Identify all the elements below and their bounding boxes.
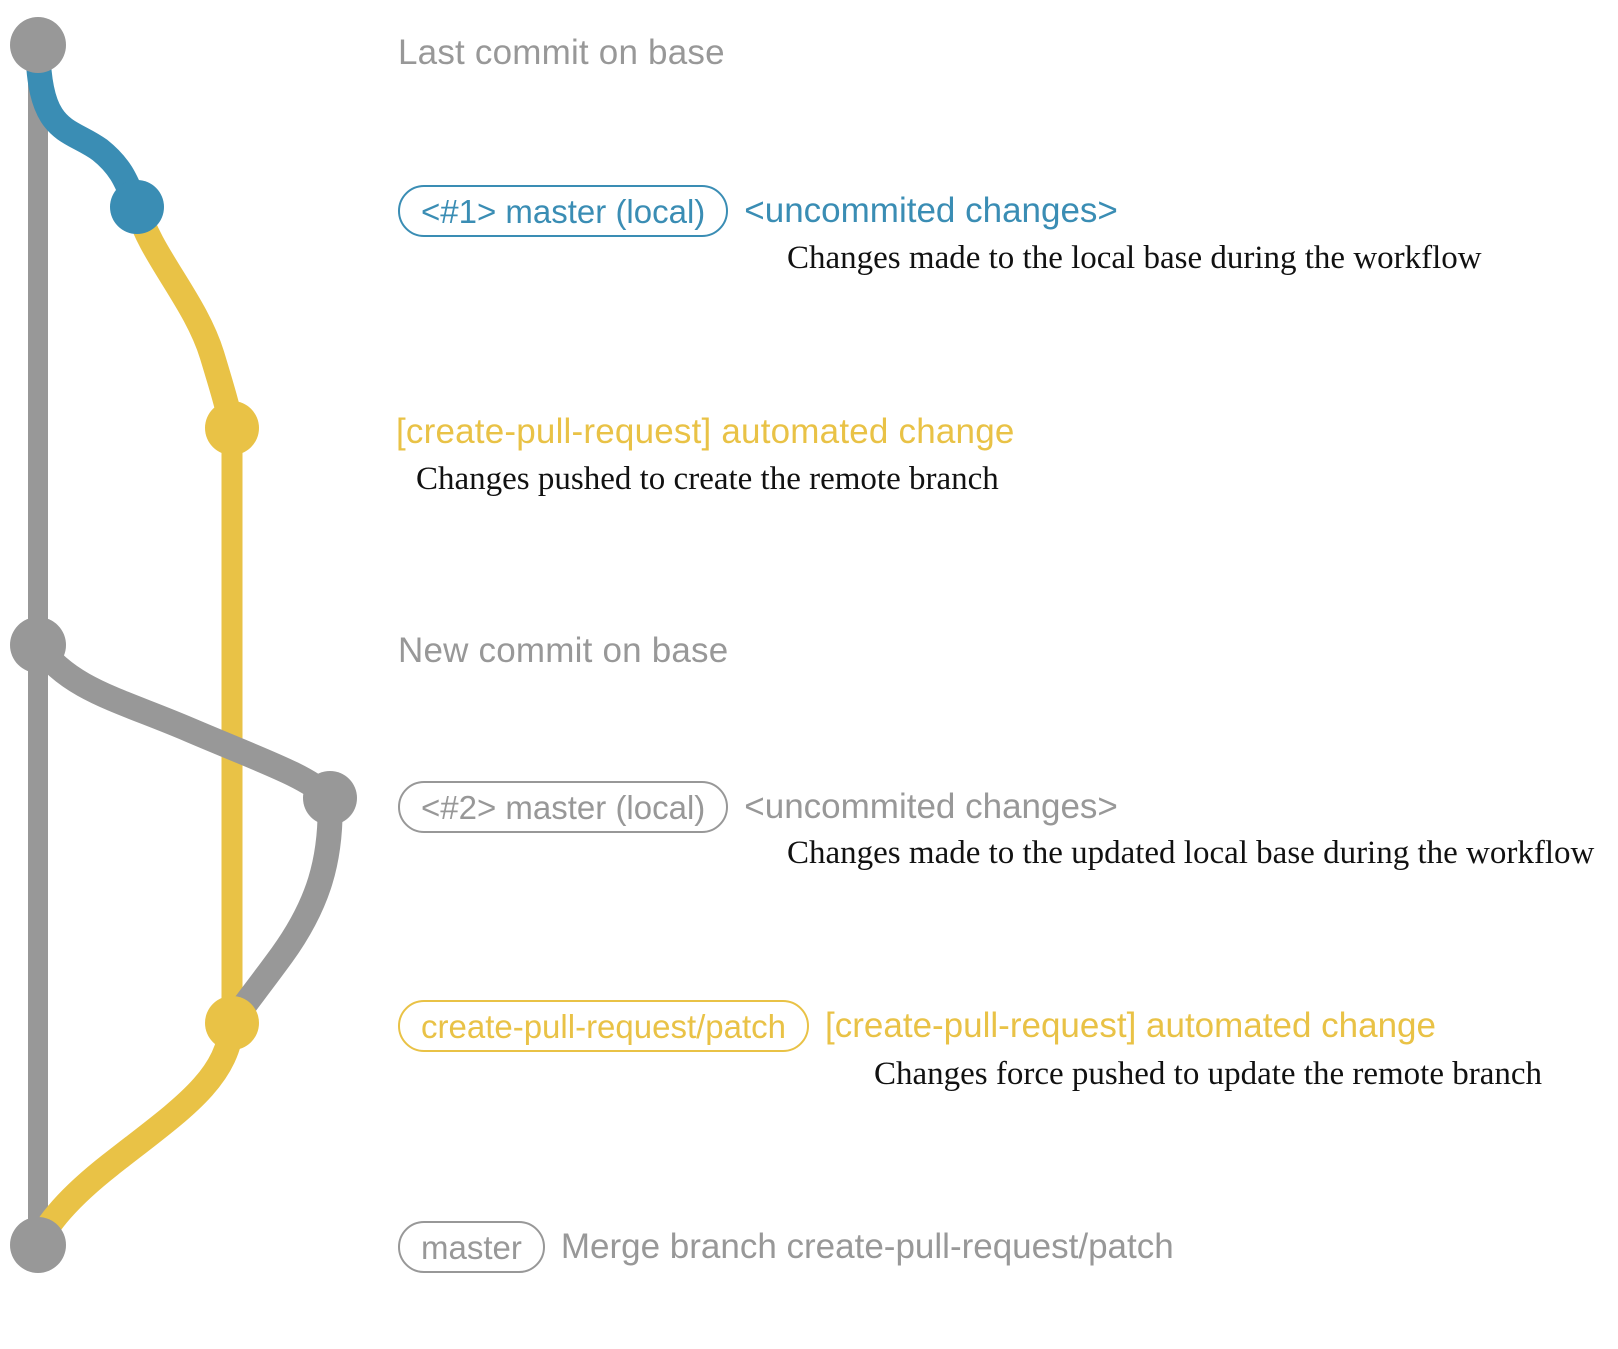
commit-message-master-local-2: <uncommited changes> <box>744 787 1118 826</box>
commit-description-master-local-1: Changes made to the local base during th… <box>787 240 1482 276</box>
commit-row-merge-master: master Merge branch create-pull-request/… <box>398 1221 1174 1273</box>
branch-badge-master-local-1[interactable]: <#1> master (local) <box>398 185 729 237</box>
commit-message-automated-change-2: [create-pull-request] automated change <box>825 1006 1436 1045</box>
branch-badge-create-pull-request-patch[interactable]: create-pull-request/patch <box>398 1000 810 1052</box>
branch-badge-master-local-2[interactable]: <#2> master (local) <box>398 781 729 833</box>
commit-message-merge-master: Merge branch create-pull-request/patch <box>560 1227 1174 1266</box>
commit-node-patch-1[interactable] <box>205 401 259 455</box>
commit-message-new-commit-on-base: New commit on base <box>398 631 729 670</box>
commit-description-automated-change-2: Changes force pushed to update the remot… <box>874 1056 1543 1092</box>
edge-patch2-to-merge <box>25 1010 245 1258</box>
commit-node-base-new[interactable] <box>10 617 66 673</box>
commit-message-last-commit-on-base: Last commit on base <box>398 33 725 72</box>
branch-badge-master[interactable]: master <box>398 1221 545 1273</box>
commit-node-local-2[interactable] <box>303 771 357 825</box>
commit-row-master-local-2: <#2> master (local) <uncommited changes> <box>398 781 1118 833</box>
commit-message-master-local-1: <uncommited changes> <box>744 191 1118 230</box>
commit-description-master-local-2: Changes made to the updated local base d… <box>787 835 1595 871</box>
commit-description-automated-change-1: Changes pushed to create the remote bran… <box>416 461 999 497</box>
commit-message-automated-change-1: [create-pull-request] automated change <box>396 412 1015 451</box>
commit-row-automated-change-2: create-pull-request/patch [create-pull-r… <box>398 1000 1436 1052</box>
commit-row-master-local-1: <#1> master (local) <uncommited changes> <box>398 185 1118 237</box>
commit-node-local-1[interactable] <box>110 180 164 234</box>
commit-node-patch-2[interactable] <box>205 996 259 1050</box>
edge-basenew-to-local2 <box>25 632 343 811</box>
commit-node-base-head[interactable] <box>10 17 66 73</box>
commit-node-merge[interactable] <box>10 1217 66 1273</box>
